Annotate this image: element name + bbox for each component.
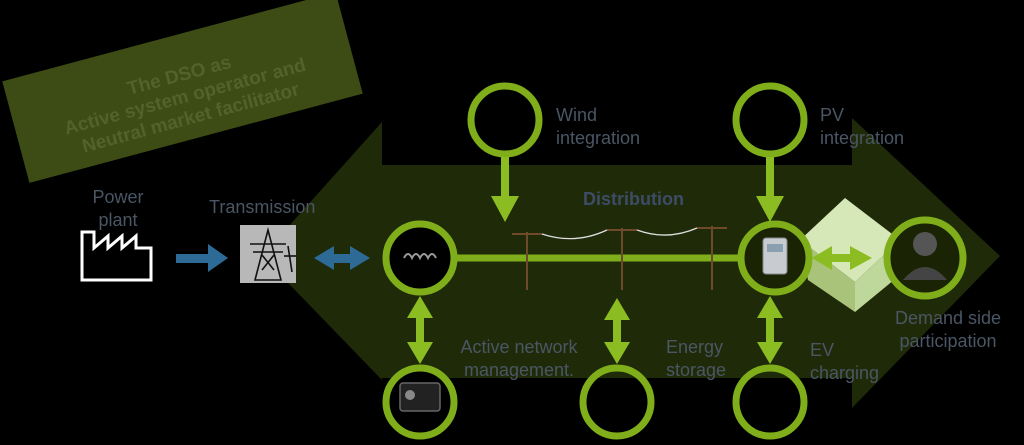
arrow-transmission-distribution bbox=[314, 246, 370, 270]
arrow-ev bbox=[757, 296, 783, 364]
label-pv-line2: integration bbox=[820, 128, 905, 148]
ring-storage bbox=[579, 364, 655, 440]
ring-meter bbox=[737, 220, 813, 296]
label-energy-storage: Energy storage bbox=[666, 336, 726, 382]
ring-wind bbox=[467, 82, 543, 158]
label-energy-line1: Energy bbox=[666, 337, 724, 357]
label-energy-line2: storage bbox=[666, 360, 727, 380]
label-demand-line1: Demand side bbox=[894, 308, 1002, 328]
label-active-network-line2: management. bbox=[463, 360, 575, 380]
label-power-plant-line2: plant bbox=[98, 210, 138, 230]
coil-icon bbox=[403, 253, 437, 261]
label-power-plant: Power plant bbox=[78, 186, 158, 232]
big-double-arrow bbox=[262, 118, 1000, 408]
label-pv-line1: PV bbox=[820, 105, 845, 125]
ring-active-network bbox=[382, 364, 458, 440]
arrow-active-network bbox=[407, 296, 433, 364]
arrow-storage bbox=[604, 298, 630, 364]
label-pv: PV integration bbox=[820, 104, 904, 150]
label-wind: Wind integration bbox=[556, 104, 640, 150]
label-ev-line2: charging bbox=[810, 363, 880, 383]
arrow-pv-down bbox=[756, 157, 784, 222]
ring-demand bbox=[883, 216, 967, 300]
ring-pv bbox=[732, 82, 808, 158]
ring-transformer bbox=[382, 220, 458, 296]
arrow-wind-down bbox=[491, 157, 519, 222]
label-demand-line2: participation bbox=[899, 331, 997, 351]
factory-icon bbox=[80, 230, 153, 282]
label-wind-line2: integration bbox=[556, 128, 641, 148]
label-demand-side: Demand side participation bbox=[878, 307, 1018, 353]
label-active-network: Active network management. bbox=[446, 336, 592, 382]
smart-meter-icon bbox=[762, 237, 788, 275]
label-ev-line1: EV bbox=[810, 340, 835, 360]
power-poles bbox=[512, 226, 727, 290]
ring-ev bbox=[732, 364, 808, 440]
label-wind-line1: Wind bbox=[556, 105, 598, 125]
person-icon bbox=[903, 232, 947, 280]
label-active-network-line1: Active network bbox=[460, 337, 578, 357]
arrow-meter-demand bbox=[812, 246, 872, 270]
arrow-plant-transmission bbox=[176, 244, 228, 272]
label-distribution: Distribution bbox=[583, 189, 684, 209]
label-ev-charging: EV charging bbox=[810, 339, 879, 385]
label-power-plant-line1: Power bbox=[92, 187, 144, 207]
transmission-tower-image bbox=[240, 225, 296, 283]
label-transmission: Transmission bbox=[209, 197, 316, 217]
